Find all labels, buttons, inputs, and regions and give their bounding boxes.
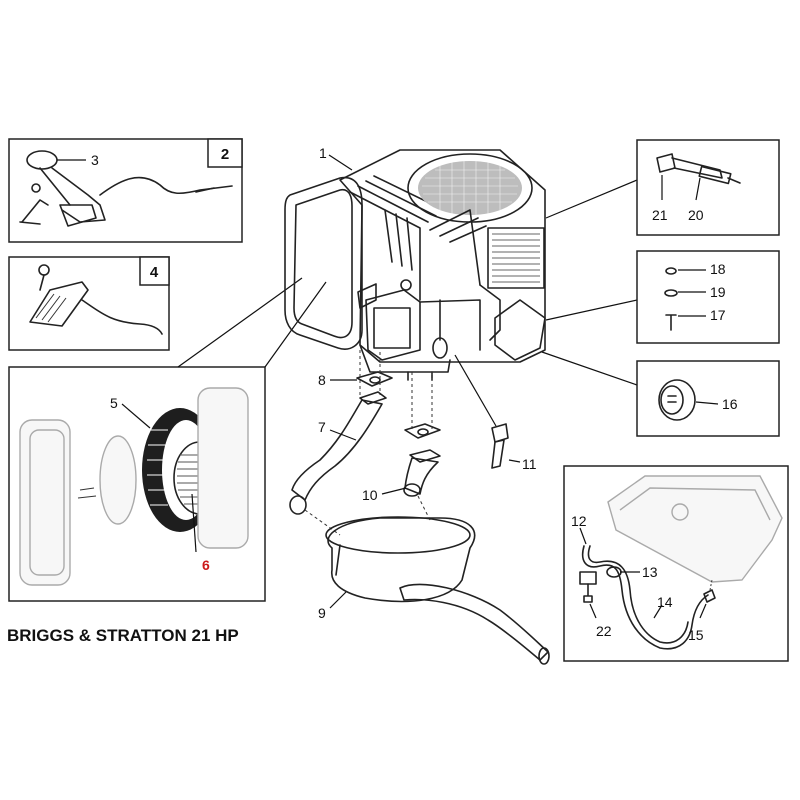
callout-17: 17 [710,307,726,323]
inset-box-pin [636,139,780,236]
inset-box-choke: 4 [8,256,170,351]
inset-box-fuel-line [563,465,789,662]
callout-6: 6 [202,557,210,573]
muffler [325,516,550,665]
inset-box-cap [636,360,780,437]
callout-20: 20 [688,207,704,223]
leader-air-filter-left [177,277,303,368]
leader-air-filter-right [264,281,327,368]
callout-8: 8 [318,372,326,388]
callout-2: 2 [221,146,229,163]
diagram-title: BRIGGS & STRATTON 21 HP [7,626,239,645]
leader-1 [328,154,353,171]
callout-16: 16 [722,396,738,412]
callout-19: 19 [710,284,726,300]
callout-22: 22 [596,623,612,639]
inset-box-throttle: 2 [8,138,243,243]
callout-11: 11 [522,456,537,472]
callout-10: 10 [362,487,378,503]
callout-9: 9 [318,605,326,621]
inset-box-washers [636,250,780,344]
callout-13: 13 [642,564,658,580]
callout-12: 12 [571,513,587,529]
leader-inset-16 [541,351,638,386]
callout-21: 21 [652,207,668,223]
callout-3: 3 [91,152,99,168]
leader-inset-bolt [545,299,638,321]
callout-15: 15 [688,627,704,643]
callout-5: 5 [110,395,118,411]
oil-sensor [454,354,521,469]
callout-7: 7 [318,419,326,435]
callout-18: 18 [710,261,726,277]
leader-inset-fuel-pin [545,179,638,219]
callout-14: 14 [657,594,673,610]
callout-4: 4 [150,264,159,281]
inset-box-air-filter [8,366,266,602]
engine-assembly [284,149,546,381]
callout-1: 1 [319,145,327,161]
exhaust-pipes [289,371,441,515]
